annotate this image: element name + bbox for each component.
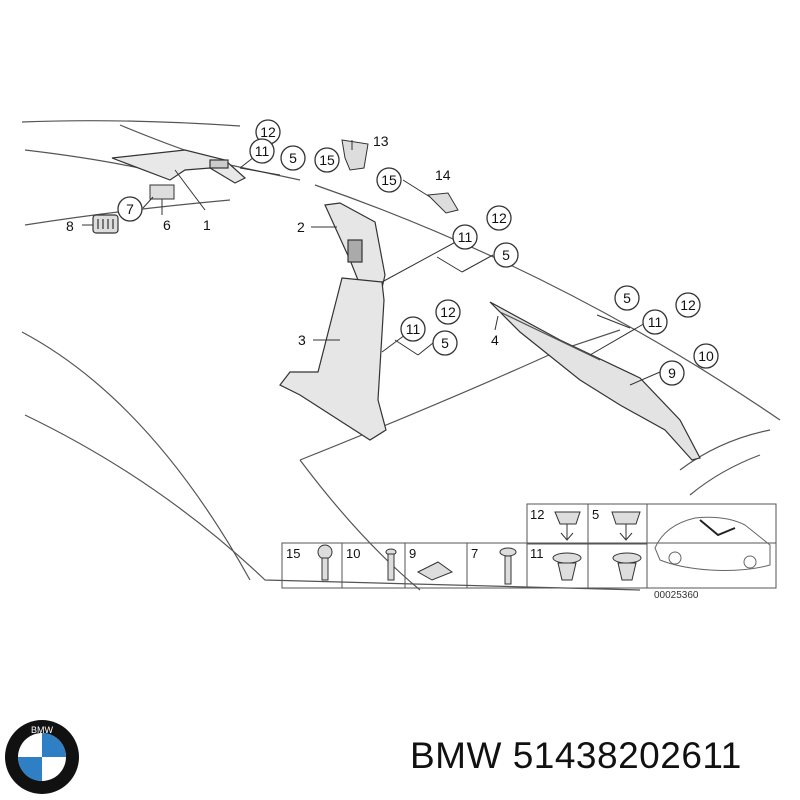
- svg-text:12: 12: [440, 304, 456, 320]
- svg-text:11: 11: [648, 314, 663, 330]
- svg-text:10: 10: [698, 348, 714, 364]
- screw-10-icon: [385, 548, 397, 581]
- callout-15-top: 15: [314, 147, 340, 173]
- label-6: 6: [163, 217, 171, 233]
- callout-5-right: 5: [614, 285, 640, 311]
- label-1: 1: [203, 217, 211, 233]
- svg-text:12: 12: [491, 210, 507, 226]
- callout-12-mid: 12: [486, 205, 512, 231]
- svg-text:5: 5: [502, 247, 510, 263]
- reference-number: 00025360: [654, 590, 699, 601]
- svg-text:11: 11: [255, 143, 270, 159]
- callout-12-low: 12: [435, 299, 461, 325]
- callout-12-right: 12: [675, 292, 701, 318]
- part-b-pillar-upper: [324, 202, 386, 289]
- part-bracket-13: [341, 139, 369, 171]
- legend-label-10: 10: [346, 546, 360, 561]
- part-number-text: BMW 51438202611: [410, 735, 742, 776]
- label-2: 2: [297, 219, 305, 235]
- svg-text:5: 5: [289, 150, 297, 166]
- callout-5-mid: 5: [493, 242, 519, 268]
- fastener-legend: 15 10 9 7 11 12 5 00025360: [281, 503, 777, 601]
- car-thumbnail: [654, 516, 771, 571]
- legend-label-12: 12: [530, 507, 544, 522]
- callout-9: 9: [659, 360, 685, 386]
- label-13: 13: [373, 133, 389, 149]
- legend-label-15: 15: [286, 546, 300, 561]
- part-clip-6: [149, 184, 175, 215]
- callout-10: 10: [693, 343, 719, 369]
- legend-label-7: 7: [471, 546, 478, 561]
- callout-11-right: 11: [642, 309, 668, 335]
- clip-5-icon: [611, 511, 641, 541]
- legend-label-9: 9: [409, 546, 416, 561]
- label-14: 14: [435, 167, 451, 183]
- label-4: 4: [491, 332, 499, 348]
- label-8: 8: [66, 218, 74, 234]
- screw-7-icon: [499, 547, 517, 585]
- plain-labels: 13 14 8 6 1 2 3 4: [66, 133, 499, 348]
- svg-text:11: 11: [458, 229, 473, 245]
- callout-11-low: 11: [400, 316, 426, 342]
- callout-circles: 12 11 5 7 15 15 12 11 5 12 11 5 5 12 11 …: [117, 119, 719, 386]
- svg-text:11: 11: [406, 321, 421, 337]
- svg-text:BMW: BMW: [31, 725, 54, 735]
- callout-15-mid: 15: [376, 167, 402, 193]
- legend-label-5: 5: [592, 507, 599, 522]
- clip-12-icon: [554, 511, 581, 541]
- svg-text:7: 7: [126, 201, 134, 217]
- callout-11-mid: 11: [452, 224, 478, 250]
- callout-12-top: 12: [255, 119, 281, 145]
- svg-text:12: 12: [260, 124, 276, 140]
- svg-text:5: 5: [623, 290, 631, 306]
- clip-5-body-icon: [612, 552, 642, 581]
- svg-text:15: 15: [381, 172, 397, 188]
- car-outline: [21, 120, 781, 591]
- leader-lines: [82, 139, 661, 386]
- callout-5-low: 5: [432, 330, 458, 356]
- svg-text:12: 12: [680, 297, 696, 313]
- callout-11-top: 11: [249, 138, 275, 164]
- part-b-pillar-lower: [279, 277, 387, 441]
- part-bracket-14: [426, 192, 459, 214]
- callout-5-top: 5: [280, 145, 306, 171]
- bmw-logo: BMW: [5, 720, 79, 794]
- legend-label-11: 11: [530, 546, 544, 561]
- label-3: 3: [298, 332, 306, 348]
- screw-15-icon: [317, 544, 333, 581]
- svg-text:5: 5: [441, 335, 449, 351]
- part-a-pillar-trim: [111, 149, 247, 184]
- svg-text:9: 9: [668, 365, 676, 381]
- callout-7: 7: [117, 196, 143, 222]
- part-roof-rail: [489, 301, 701, 461]
- clip-9-icon: [416, 561, 454, 581]
- clip-11-icon: [552, 552, 582, 581]
- svg-text:15: 15: [319, 152, 335, 168]
- part-vent-8: [92, 214, 119, 234]
